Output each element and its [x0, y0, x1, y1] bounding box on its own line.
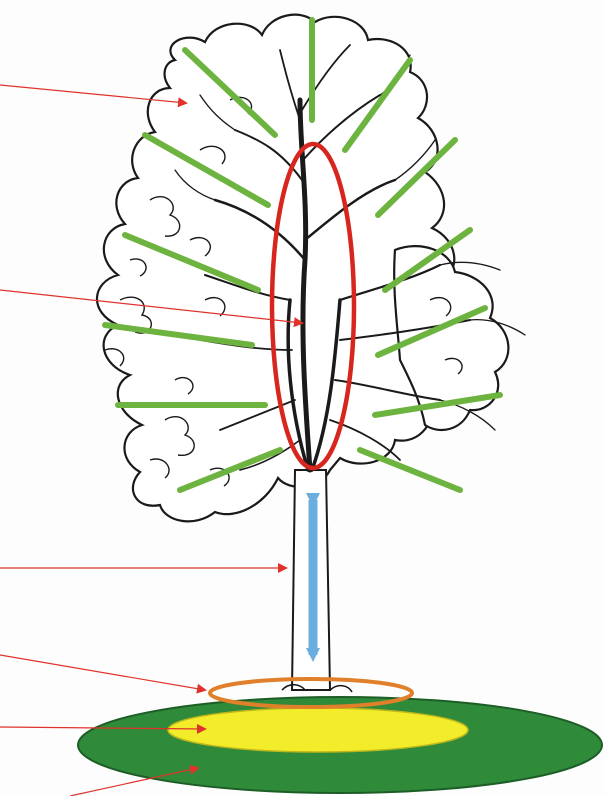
branch-marker-13 [360, 450, 460, 490]
inner-zone-disc [168, 708, 468, 752]
callout-arrow-4 [0, 655, 205, 690]
